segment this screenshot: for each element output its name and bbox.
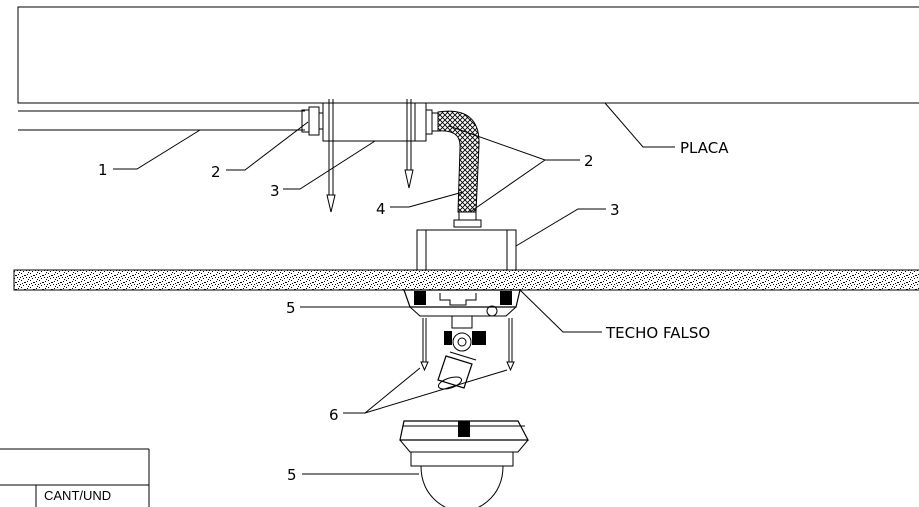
screw-right (506, 318, 515, 372)
anchor-bolt-left (326, 99, 336, 213)
screw-left (420, 318, 429, 372)
label-techo-falso: TECHO FALSO (605, 324, 710, 342)
anchor-bolt-right (404, 99, 414, 189)
label-item-2-connector-flex: 2 (584, 152, 594, 170)
label-item-4-flex-conduit: 4 (376, 200, 386, 218)
label-item-2-connector: 2 (211, 163, 221, 181)
false-ceiling (13, 269, 919, 291)
camera-gimbal (437, 315, 486, 390)
label-item-3-box-ceiling: 3 (610, 201, 620, 219)
connector-left (301, 106, 324, 136)
label-item-5-dome: 5 (287, 466, 297, 484)
label-placa: PLACA (680, 139, 729, 157)
connector-flex-top (425, 109, 439, 135)
rigid-conduit (18, 110, 305, 131)
label-item-3-box-upper: 3 (270, 182, 280, 200)
leader-lines (113, 102, 675, 475)
parts-table (0, 448, 150, 507)
junction-box-ceiling (416, 229, 517, 271)
connector-flex-bottom (453, 211, 482, 228)
label-item-6-screws: 6 (329, 406, 339, 424)
label-item-1-conduit: 1 (98, 161, 108, 179)
label-item-5-camera-base: 5 (286, 299, 296, 317)
camera-base (403, 289, 521, 317)
table-header-cant-und: CANT/UND (44, 488, 111, 503)
slab-placa (17, 6, 919, 104)
dome-housing (399, 420, 529, 507)
